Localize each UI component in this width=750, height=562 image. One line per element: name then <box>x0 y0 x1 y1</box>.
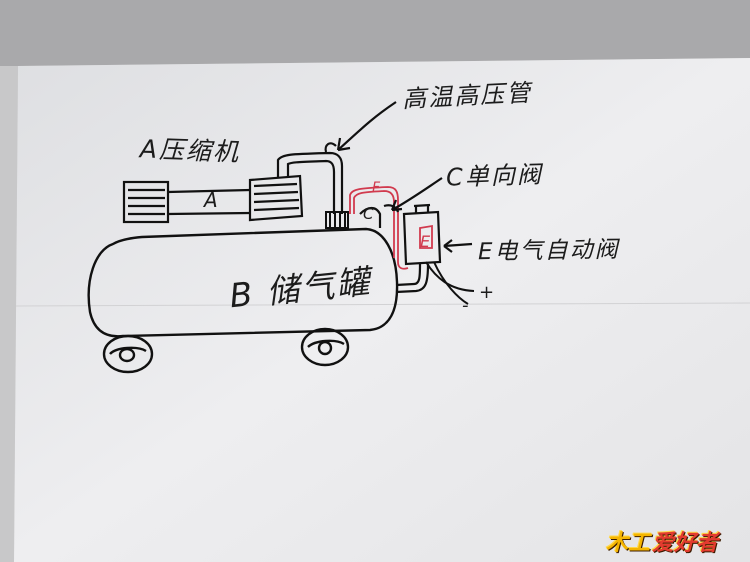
check-valve <box>325 211 349 229</box>
annotation-arrows <box>336 101 473 253</box>
electrical-wires <box>425 261 475 305</box>
right-wheel <box>300 327 350 367</box>
compressor-mark: A <box>204 188 218 212</box>
check-valve-mark: C <box>363 205 374 223</box>
top-wall-strip <box>0 0 750 66</box>
solenoid-mark: E <box>420 232 431 251</box>
left-wall-strip <box>0 66 18 562</box>
high-pressure-pipe <box>276 142 344 214</box>
left-wheel <box>102 334 154 374</box>
negative-terminal-mark: - <box>462 295 469 316</box>
solenoid-valve-label: E电气自动阀 <box>477 236 620 266</box>
paper-fold-line <box>15 302 750 307</box>
storage-tank <box>87 227 399 338</box>
compressor <box>122 174 304 224</box>
compressor-label: A压缩机 <box>139 134 241 167</box>
red-pressure-tubing <box>349 186 433 270</box>
site-watermark-logo: 木工 爱好者 <box>606 521 734 556</box>
check-valve-label: C单向阀 <box>445 160 544 192</box>
watermark-left-text: 木工 <box>606 531 651 556</box>
pressure-switch-mark: F <box>372 180 381 196</box>
solenoid-arrow <box>443 242 473 248</box>
pipe-arrow <box>337 101 397 151</box>
positive-terminal-mark: + <box>479 282 495 303</box>
pipe-label: 高温高压管 <box>401 78 533 114</box>
solenoid-valve <box>402 203 442 266</box>
watermark-right-text: 爱好者 <box>652 531 719 556</box>
check-valve-arrow <box>391 177 443 211</box>
paper-sheet <box>14 58 750 562</box>
